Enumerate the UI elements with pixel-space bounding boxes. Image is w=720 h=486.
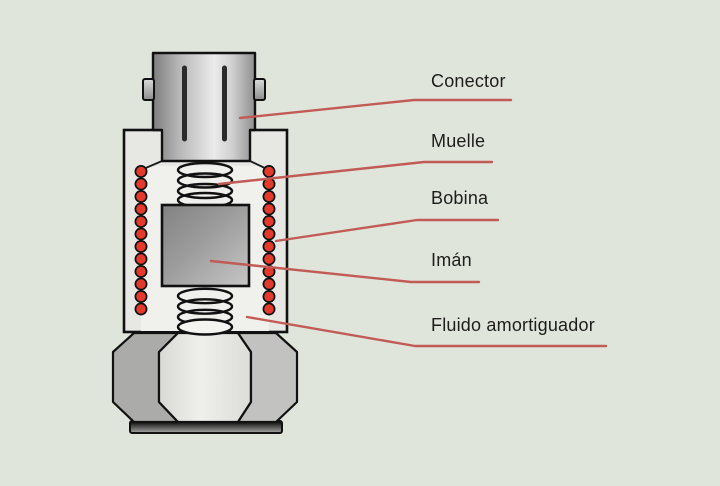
spring-lower — [176, 287, 234, 336]
connector-pin-slots — [182, 65, 227, 142]
label-bobina: Bobina — [431, 188, 489, 208]
coil-dots-left — [134, 165, 148, 316]
connector-tab-right — [253, 78, 266, 101]
label-iman: Imán — [431, 250, 472, 270]
leader-line-iman — [209, 259, 481, 284]
label-muelle: Muelle — [431, 131, 486, 151]
leader-line-conector — [238, 98, 513, 120]
connector-shell — [151, 51, 257, 163]
label-fluido-amortiguador: Fluido amortiguador — [431, 315, 595, 335]
magnet — [160, 203, 251, 288]
leader-line-bobina — [274, 218, 500, 243]
label-conector: Conector — [431, 71, 506, 91]
connector-tab-left — [142, 78, 155, 101]
hex-nut-center-facet — [157, 331, 253, 424]
leader-line-fluido — [245, 315, 608, 348]
hex-nut-right-facet — [236, 331, 299, 424]
hex-nut — [111, 331, 299, 424]
leader-line-muelle — [217, 160, 494, 186]
coil-dots-right — [262, 165, 276, 316]
connector — [142, 51, 266, 163]
